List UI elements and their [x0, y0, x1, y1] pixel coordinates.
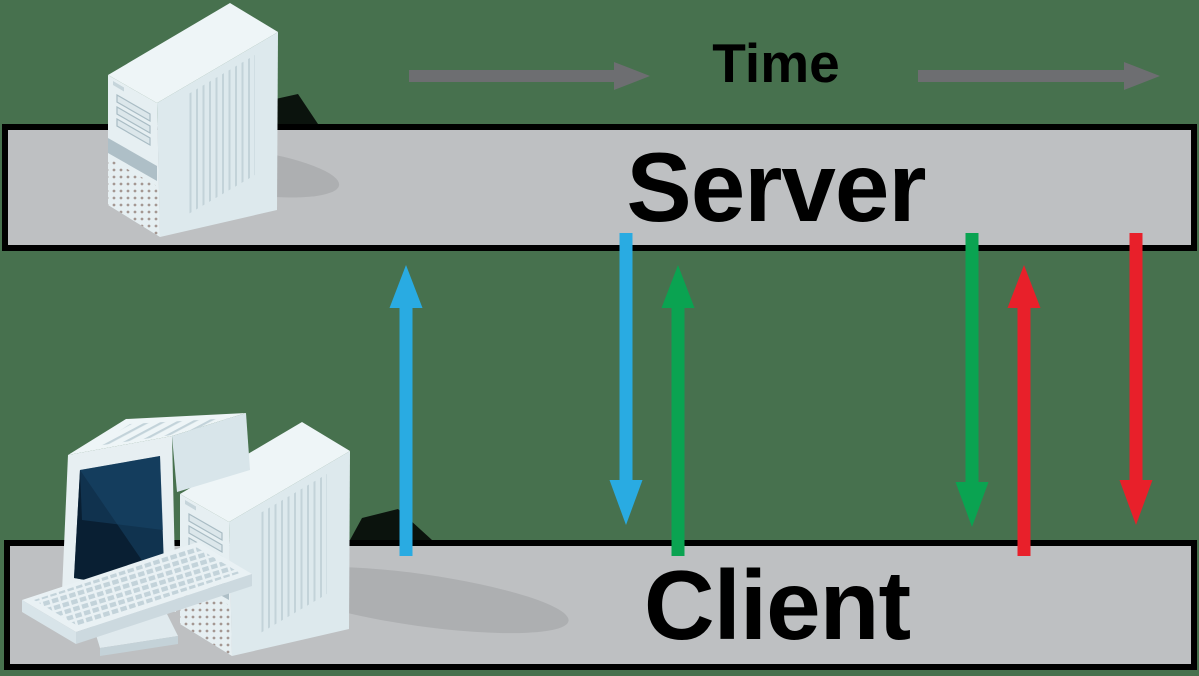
- response-arrow-blue: [609, 233, 643, 525]
- time-axis-label: Time: [712, 32, 840, 94]
- client-band: [4, 540, 1197, 670]
- response-arrow-red: [1119, 233, 1153, 525]
- request-arrow-green: [661, 265, 695, 556]
- response-arrow-green: [955, 233, 989, 527]
- request-arrow-blue: [389, 265, 423, 556]
- server-tower-cast-shadow: [252, 94, 318, 124]
- server-band-label: Server: [626, 132, 926, 242]
- time-arrow-right: [918, 62, 1160, 90]
- client-tower-cast-shadow: [350, 509, 432, 540]
- time-arrow-left: [409, 62, 650, 90]
- client-band-label: Client: [643, 550, 911, 660]
- server-band: [2, 124, 1197, 251]
- request-arrow-red: [1007, 265, 1041, 556]
